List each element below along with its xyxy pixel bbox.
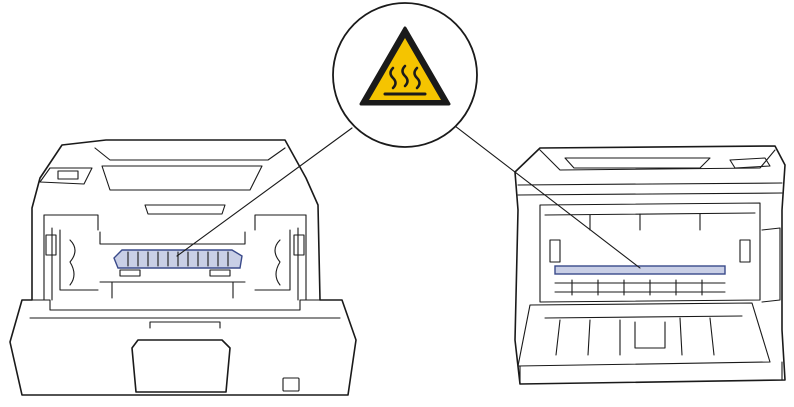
front-printer	[10, 140, 356, 395]
back-hot-fuser-bar	[555, 266, 725, 274]
back-printer	[515, 146, 785, 384]
front-hot-fuser-area	[114, 250, 242, 268]
